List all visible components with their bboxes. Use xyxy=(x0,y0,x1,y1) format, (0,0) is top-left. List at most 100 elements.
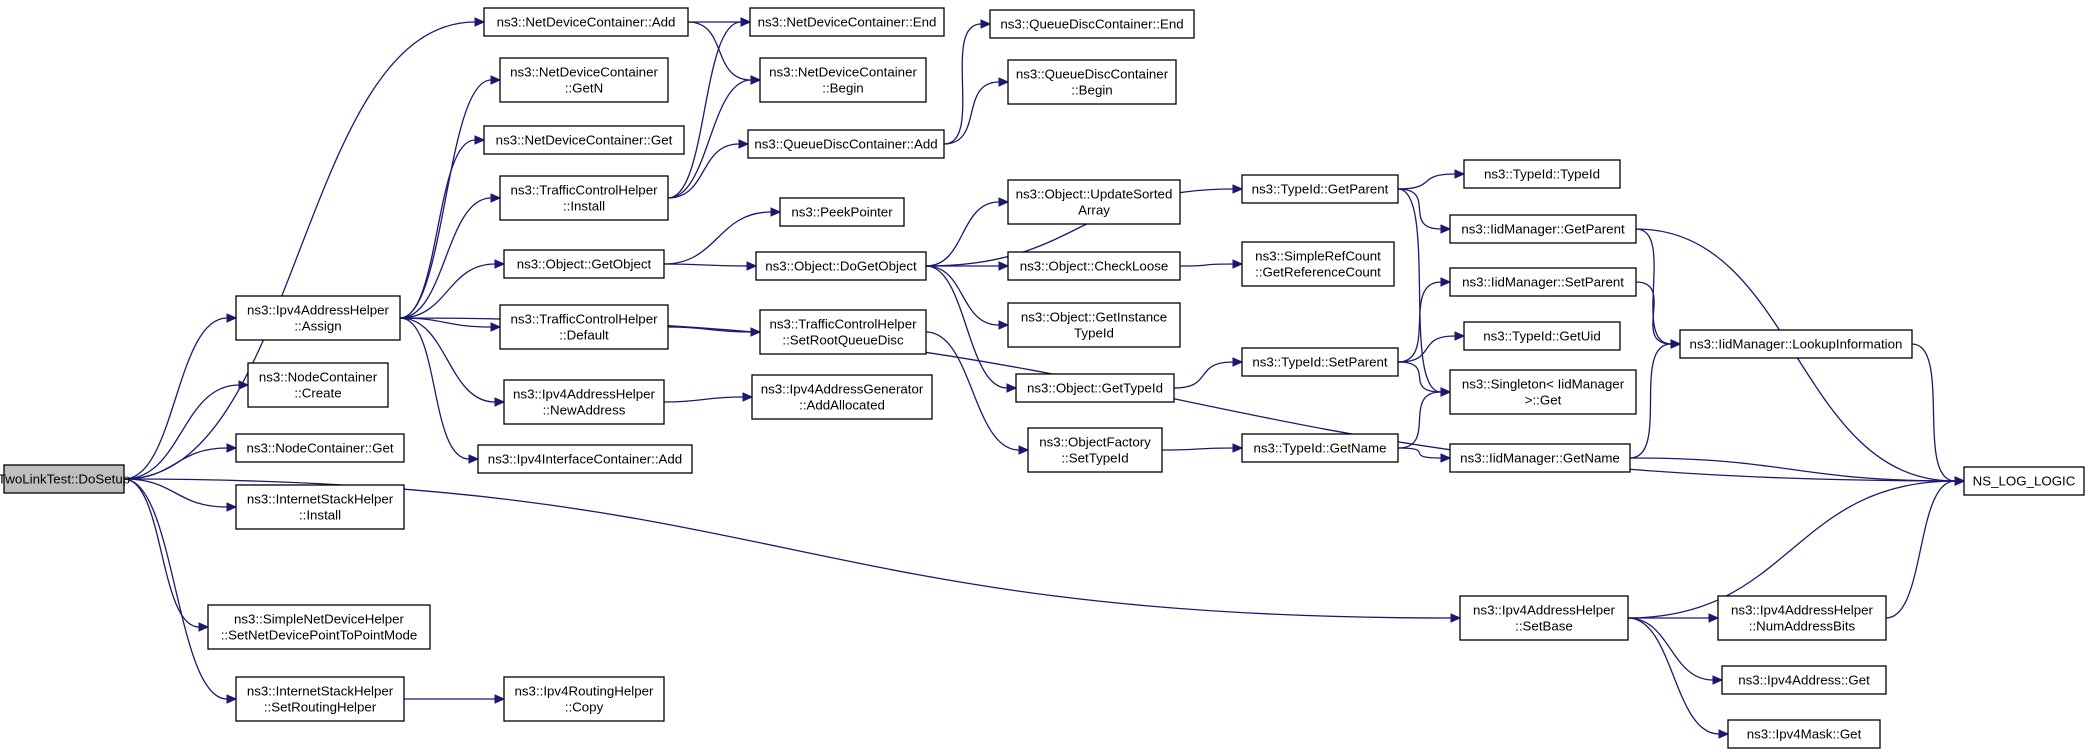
node-ns3-object-gettypeid[interactable]: ns3::Object::GetTypeId xyxy=(1015,373,1175,403)
node-box xyxy=(1679,329,1913,359)
edge-iid_getparent-to-iid_lookup xyxy=(1635,228,1682,349)
node-ns3-netdevicecontainer-add[interactable]: ns3::NetDeviceContainer::Add xyxy=(483,7,689,37)
arrowhead xyxy=(1232,357,1244,367)
node-box xyxy=(483,7,689,37)
node-ns3-ipv4addresshelper-newaddress[interactable]: ns3::Ipv4AddressHelper::NewAddress xyxy=(503,379,665,425)
node-ns3-peekpointer[interactable]: ns3::PeekPointer xyxy=(779,197,905,227)
edge-line xyxy=(1627,480,1956,619)
node-label: ns3::TypeId::GetName xyxy=(1253,441,1386,456)
node-label: ns3::TypeId::SetParent xyxy=(1252,355,1388,370)
edge-obj_dogetobject-to-obj_gettypeid xyxy=(925,265,1018,393)
edge-line xyxy=(663,263,748,267)
node-box xyxy=(1463,159,1621,189)
edge-qdc_add-to-qdc_end xyxy=(943,19,992,145)
arrowhead xyxy=(742,392,754,402)
node-ns3-netdevicecontainer-begin[interactable]: ns3::NetDeviceContainer::Begin xyxy=(759,57,927,103)
node-ns3-ipv4mask-get[interactable]: ns3::Ipv4Mask::Get xyxy=(1727,719,1881,749)
node-ns3-ipv4routinghelper-copy[interactable]: ns3::Ipv4RoutingHelper::Copy xyxy=(503,676,665,722)
node-ns3-object-checkloose[interactable]: ns3::Object::CheckLoose xyxy=(1007,251,1181,281)
node-ns3-internetstackhelper-install[interactable]: ns3::InternetStackHelper::Install xyxy=(235,484,405,530)
edge-line xyxy=(399,139,476,319)
node-ns3-typeid-typeid[interactable]: ns3::TypeId::TypeId xyxy=(1463,159,1621,189)
edge-obj_checkloose-to-src_getrefcount xyxy=(1179,259,1244,269)
node-ns3-ipv4interfacecontainer-add[interactable]: ns3::Ipv4InterfaceContainer::Add xyxy=(477,444,693,474)
node-ns3-simplerefcount-getreferencecount[interactable]: ns3::SimpleRefCount::GetReferenceCount xyxy=(1241,241,1395,287)
node-ns3-singleton-iidmanager-get[interactable]: ns3::Singleton< IidManager >::Get xyxy=(1449,369,1637,415)
node-label: ns3::Singleton< IidManager xyxy=(1462,377,1625,392)
edge-tch_default-to-tch_setroot xyxy=(667,326,762,337)
node-box xyxy=(499,304,669,350)
node-box xyxy=(499,175,669,221)
node-label: ns3::IidManager::GetParent xyxy=(1461,222,1625,237)
node-ns3-nodecontainer-get[interactable]: ns3::NodeContainer::Get xyxy=(235,433,405,463)
node-ns3-objectfactory-settypeid[interactable]: ns3::ObjectFactory::SetTypeId xyxy=(1027,427,1163,473)
node-ns3-ipv4addresshelper-assign[interactable]: ns3::Ipv4AddressHelper::Assign xyxy=(235,295,401,341)
edge-line xyxy=(1397,361,1442,393)
arrowhead xyxy=(494,694,506,704)
node-ns3-simplenetdevicehelper-setnetdevicepointtopointmode[interactable]: ns3::SimpleNetDeviceHelper::SetNetDevice… xyxy=(207,604,431,650)
node-ns3-iidmanager-getname[interactable]: ns3::IidManager::GetName xyxy=(1449,443,1631,473)
node-ns3-netdevicecontainer-getn[interactable]: ns3::NetDeviceContainer::GetN xyxy=(499,57,669,103)
node-label: ::SetNetDevicePointToPointMode xyxy=(221,628,418,643)
node-box xyxy=(1007,251,1181,281)
node-box xyxy=(751,374,933,420)
edge-line xyxy=(667,21,742,199)
edge-tid_setparent-to-tid_getuid xyxy=(1397,331,1466,363)
node-ns3-ipv4addressgenerator-addallocated[interactable]: ns3::Ipv4AddressGenerator::AddAllocated xyxy=(751,374,933,420)
node-ns3-ipv4addresshelper-setbase[interactable]: ns3::Ipv4AddressHelper::SetBase xyxy=(1459,595,1629,641)
edge-iah_assign-to-tch_install xyxy=(399,193,502,319)
arrowhead xyxy=(1670,339,1682,349)
node-ns3-queuedisccontainer-begin[interactable]: ns3::QueueDiscContainer::Begin xyxy=(1007,59,1177,105)
node-ns3-netdevicecontainer-end[interactable]: ns3::NetDeviceContainer::End xyxy=(749,7,945,37)
node-ns3-ipv4addresshelper-numaddressbits[interactable]: ns3::Ipv4AddressHelper::NumAddressBits xyxy=(1717,595,1887,641)
node-label: ns3::QueueDiscContainer::End xyxy=(1000,17,1183,32)
node-ns3-trafficcontrolhelper-install[interactable]: ns3::TrafficControlHelper::Install xyxy=(499,175,669,221)
arrowhead xyxy=(494,397,506,407)
node-ns3-queuedisccontainer-end[interactable]: ns3::QueueDiscContainer::End xyxy=(989,9,1195,39)
edge-line xyxy=(925,265,1008,389)
node-label: ns3::InternetStackHelper xyxy=(247,684,394,699)
arrowhead xyxy=(474,135,486,145)
node-ns3-trafficcontrolhelper-setrootqueuedisc[interactable]: ns3::TrafficControlHelper::SetRootQueueD… xyxy=(759,309,927,355)
node-ns3-iidmanager-setparent[interactable]: ns3::IidManager::SetParent xyxy=(1449,267,1637,297)
node-box xyxy=(1727,719,1881,749)
node-ns3-netdevicecontainer-get[interactable]: ns3::NetDeviceContainer::Get xyxy=(483,125,685,155)
arrowhead xyxy=(746,261,758,271)
arrowhead xyxy=(980,19,992,29)
node-ns3-typeid-getparent[interactable]: ns3::TypeId::GetParent xyxy=(1241,174,1399,204)
arrowhead xyxy=(1712,675,1724,685)
edge-line xyxy=(1627,617,1714,681)
node-ns3-queuedisccontainer-add[interactable]: ns3::QueueDiscContainer::Add xyxy=(747,129,945,159)
arrowhead xyxy=(468,454,480,464)
node-ns3-internetstackhelper-setroutinghelper[interactable]: ns3::InternetStackHelper::SetRoutingHelp… xyxy=(235,676,405,722)
node-label: ::AddAllocated xyxy=(799,398,885,413)
node-label: ns3::TrafficControlHelper xyxy=(769,317,917,332)
arrowhead xyxy=(1006,383,1018,393)
node-ns3-object-getobject[interactable]: ns3::Object::GetObject xyxy=(503,249,665,279)
node-ns3-typeid-setparent[interactable]: ns3::TypeId::SetParent xyxy=(1241,347,1399,377)
node-label: ns3::Object::GetInstance xyxy=(1021,310,1167,325)
node-ns3-typeid-getname[interactable]: ns3::TypeId::GetName xyxy=(1241,433,1399,463)
edge-line xyxy=(925,265,1000,326)
edge-root-to-nc_create xyxy=(123,380,250,480)
node-label: ::Begin xyxy=(822,81,863,96)
node-box xyxy=(989,9,1195,39)
arrowhead xyxy=(1440,277,1452,287)
node-twolinktest-dosetup[interactable]: TwoLinkTest::DoSetup xyxy=(0,464,130,494)
node-ns3-iidmanager-getparent[interactable]: ns3::IidManager::GetParent xyxy=(1449,214,1637,244)
node-ns-log-logic[interactable]: NS_LOG_LOGIC xyxy=(1963,466,2085,496)
node-ns3-nodecontainer-create[interactable]: ns3::NodeContainer::Create xyxy=(247,362,389,408)
node-ns3-ipv4address-get[interactable]: ns3::Ipv4Address::Get xyxy=(1721,665,1887,695)
arrowhead xyxy=(770,207,782,217)
node-ns3-iidmanager-lookupinformation[interactable]: ns3::IidManager::LookupInformation xyxy=(1679,329,1913,359)
node-ns3-trafficcontrolhelper-default[interactable]: ns3::TrafficControlHelper::Default xyxy=(499,304,669,350)
arrowhead xyxy=(998,77,1010,87)
node-label: ::SetTypeId xyxy=(1061,451,1128,466)
edge-tid_getname-to-iid_getname xyxy=(1397,447,1452,463)
node-ns3-typeid-getuid[interactable]: ns3::TypeId::GetUid xyxy=(1463,321,1621,351)
arrowhead xyxy=(1954,476,1966,486)
node-ns3-object-dogetobject[interactable]: ns3::Object::DoGetObject xyxy=(755,251,927,281)
